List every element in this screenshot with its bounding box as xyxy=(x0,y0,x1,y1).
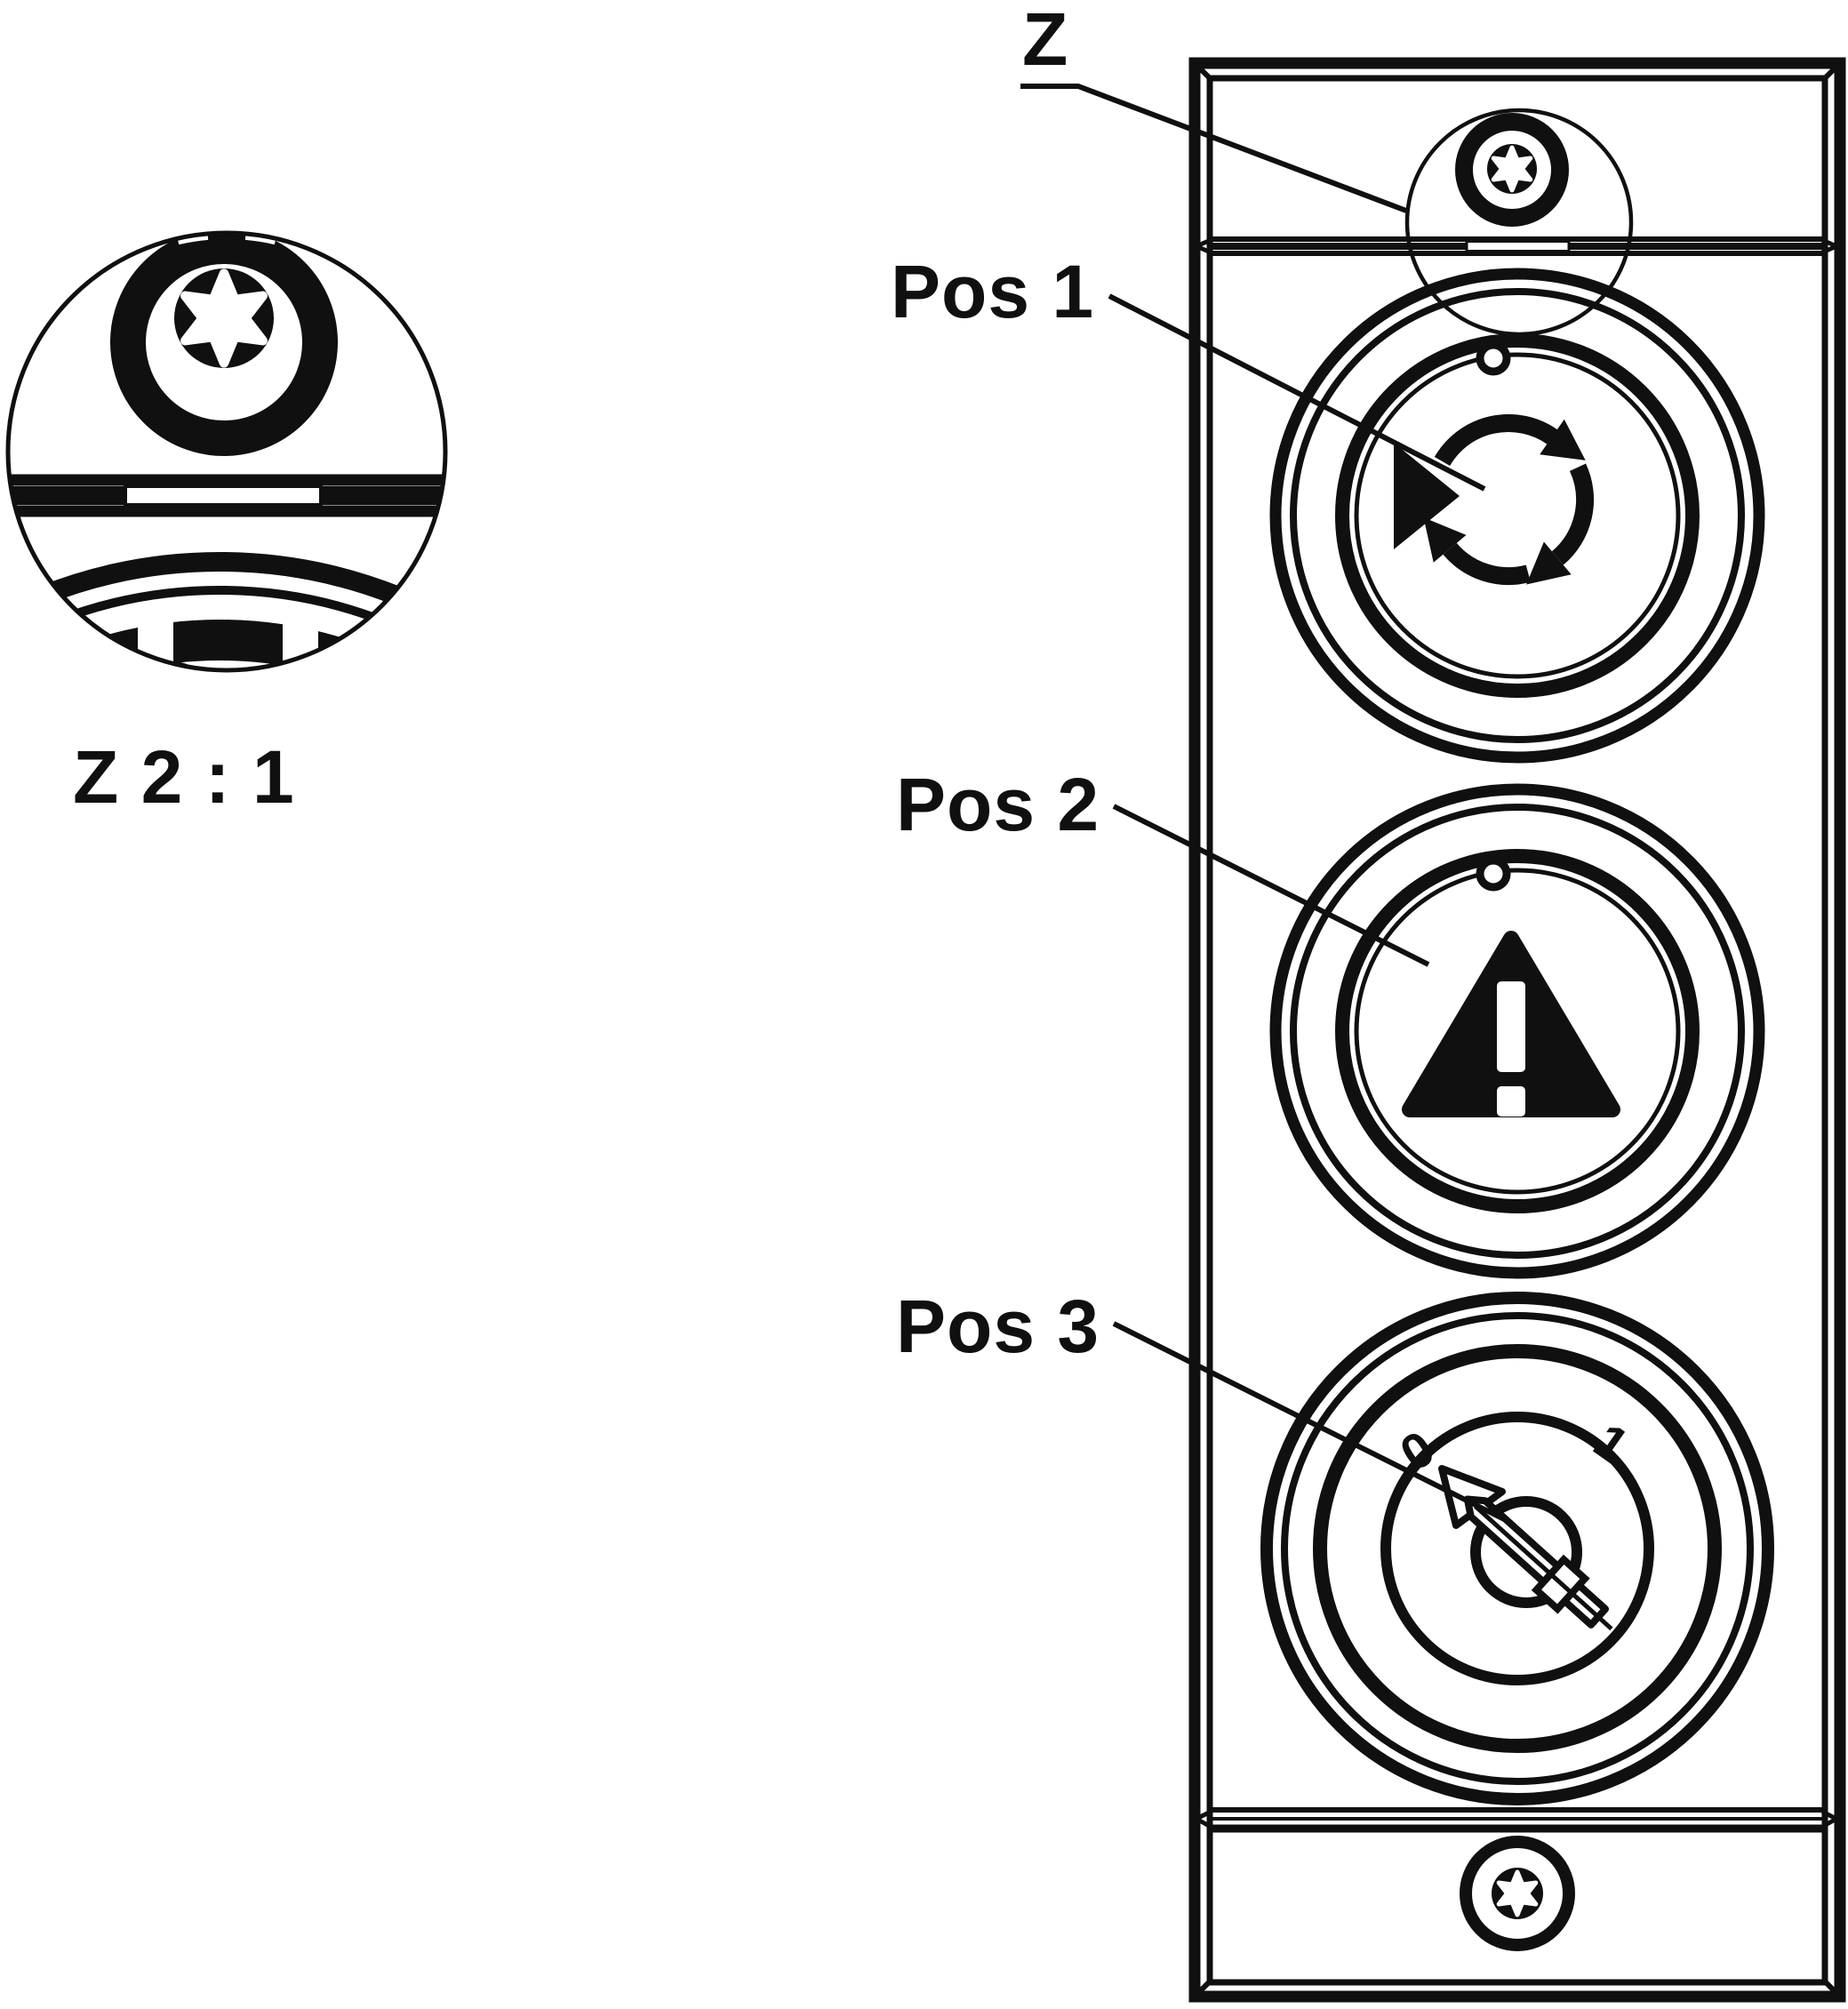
button-pos2-warning xyxy=(1269,783,1765,1279)
warning-triangle-icon xyxy=(1402,931,1620,1117)
leader-line-pos1 xyxy=(1108,293,1486,492)
detail-view-z: Z 2 : 1 xyxy=(5,230,448,819)
button-pos1-rotation xyxy=(1269,268,1765,764)
detail-scale-label: Z 2 : 1 xyxy=(73,735,295,819)
panel-seam-bottom xyxy=(1195,1807,1838,1833)
label-pos1: Pos 1 xyxy=(891,250,1094,333)
label-pos2: Pos 2 xyxy=(896,763,1100,846)
indicator-dot xyxy=(145,661,205,670)
indicator-dot xyxy=(1476,856,1511,892)
label-pos3: Pos 3 xyxy=(896,1285,1100,1368)
panel-seam-top xyxy=(1195,236,1838,256)
cycle-arrows-icon xyxy=(1394,413,1595,586)
key-switch-pos3: 0 1 xyxy=(1260,1292,1774,1805)
indicator-dot xyxy=(1476,340,1511,376)
panel-seam-detail xyxy=(8,474,445,517)
torx-screw-top-icon xyxy=(1455,113,1569,227)
detail-boundary-circle xyxy=(5,230,448,673)
key-slot-icon xyxy=(1463,1495,1613,1631)
torx-screw-bottom-icon xyxy=(1460,1836,1575,1951)
play-triangle-icon xyxy=(1394,443,1460,549)
torx-screw-icon xyxy=(110,233,338,456)
leader-line-pos3 xyxy=(1112,1321,1513,1525)
panel-front-view: 0 1 xyxy=(1188,57,1846,2003)
leader-line-pos2 xyxy=(1112,804,1430,967)
label-z: Z xyxy=(1022,0,1068,81)
leader-line-z xyxy=(1020,84,1408,213)
button-bezel-detail xyxy=(8,552,445,670)
corner-chamfer-lines xyxy=(1195,63,1840,1997)
